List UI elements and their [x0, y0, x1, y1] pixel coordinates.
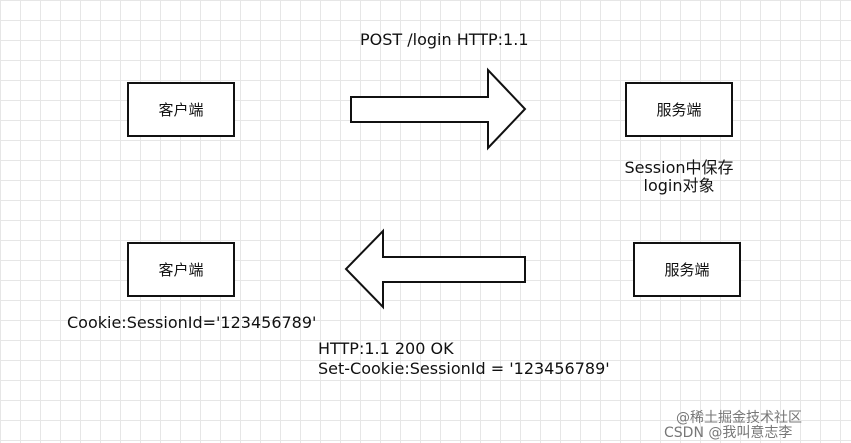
client-label: 客户端 [158, 261, 204, 279]
client-cookie-label: Cookie:SessionId='123456789' [67, 313, 317, 332]
client-label: 客户端 [158, 101, 204, 119]
server-box-top: 服务端 [625, 82, 733, 137]
watermark-line2: CSDN @我叫意志李 [664, 425, 793, 441]
watermark-line1: @稀土掘金技术社区 [676, 410, 802, 426]
server-label: 服务端 [664, 261, 710, 279]
client-box-bottom: 客户端 [127, 242, 235, 297]
server-box-bottom: 服务端 [633, 242, 741, 297]
server-session-note: Session中保存 login对象 [616, 159, 742, 195]
server-note-line1: Session中保存 [624, 158, 734, 177]
server-label: 服务端 [656, 101, 702, 119]
client-box-top: 客户端 [127, 82, 235, 137]
server-note-line2: login对象 [643, 176, 715, 195]
response-status-line: HTTP:1.1 200 OK [318, 339, 454, 358]
response-set-cookie-line: Set-Cookie:SessionId = '123456789' [318, 359, 610, 378]
request-line-label: POST /login HTTP:1.1 [360, 30, 529, 49]
